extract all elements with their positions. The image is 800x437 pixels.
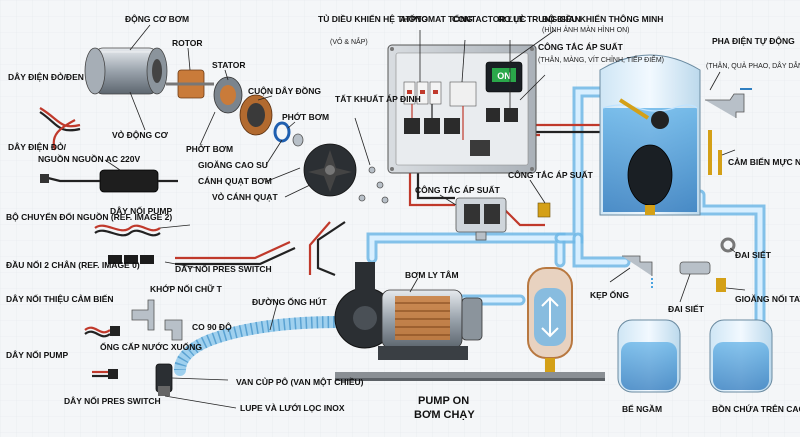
label-pres-switch-wire: DÂY NỐI PRES SWITCH: [175, 263, 272, 274]
leader-lines: [104, 24, 746, 409]
control-panel: ON: [387, 44, 537, 174]
label-hose-clamp: ĐAI SIẾT: [735, 250, 772, 260]
label-motor: ĐỘNG CƠ BƠM: [125, 13, 189, 24]
label-auto-float: PHA ĐIỆN TỰ ĐỘNG: [712, 35, 795, 46]
label-pump-seal-2: PHỚT BƠM: [282, 111, 329, 122]
label-controller: BỘ ĐIỀU KHIỂN THÔNG MINH: [542, 13, 663, 24]
label-pressure-switch-3: CÔNG TẮC ÁP SUẤT: [415, 184, 501, 195]
label-auto-float-sub: (THÂN, QUẢ PHAO, DÂY DẪN): [706, 61, 800, 70]
label-wire-red-black: DÂY ĐIỆN ĐỎ/ĐEN: [8, 71, 84, 82]
label-two-pin: ĐẦU NỐI 2 CHÂN (REF. IMAGE 0): [6, 259, 140, 270]
label-pressure-switch-2: CÔNG TẮC ÁP SUẤT: [508, 169, 594, 180]
label-pump-seal: PHỚT BƠM: [186, 143, 233, 154]
centrifugal-pump: [334, 262, 483, 360]
contactor-block: [449, 81, 477, 107]
label-adapter: BỘ CHUYỂN ĐỔI NGUỒN (REF. IMAGE 2): [6, 211, 172, 222]
label-pressure-switch-sub: (THÂN, MÀNG, VÍT CHỈNH, TIẾP ĐIỂM): [538, 54, 664, 64]
label-pressure-switch-top: CÔNG TẮC ÁP SUẤT: [538, 41, 624, 52]
power-adapter: [40, 169, 178, 193]
label-relay: RƠ LẺ TRUNG GIAN: [498, 13, 581, 24]
label-check-valve: VAN CỦP PÔ (VAN MỘT CHIỀU): [236, 376, 364, 387]
label-motor-housing: VỎ ĐỘNG CƠ: [112, 129, 169, 140]
label-panel: TỦ DIỀU KHIỂN HỆ THỐNG: [318, 13, 428, 24]
label-hose-clamp-2: ĐAI SIẾT: [668, 304, 705, 314]
labels: ĐỘNG CƠ BƠM ROTOR STATOR CUỘN DÂY ĐỒNG D…: [6, 13, 800, 421]
hose-clamp-shape: [679, 261, 711, 275]
pump-base-slab: [335, 372, 605, 378]
screw-shape: [368, 166, 376, 174]
label-centrifugal-pump: BƠM LY TÂM: [405, 269, 459, 280]
label-clamp: KẸP ỐNG: [590, 289, 629, 300]
faucet-mid: [622, 255, 653, 276]
label-water-pipe: ỐNG CẤP NƯỚC XUỐNG: [100, 341, 202, 352]
elbow-fitting: [164, 319, 183, 341]
float-tank-shape: [627, 144, 673, 206]
label-stator: STATOR: [212, 60, 246, 70]
label-impeller-cover: VỎ CÁNH QUẠT: [212, 191, 278, 202]
label-ground-tank: BỂ NGẦM: [622, 403, 662, 414]
label-wire-red: DÂY ĐIỆN ĐỎ/: [8, 141, 67, 152]
label-impeller: CÁNH QUẠT BƠM: [198, 176, 272, 186]
storage-tank: [709, 319, 773, 393]
label-pump-running: BƠM CHẠY: [414, 409, 475, 421]
label-power-source: NGUỒN NGUỒN AC 220V: [38, 153, 141, 164]
label-sensor-wire: DÂY NỐI THIỆU CẢM BIẾN: [6, 293, 114, 304]
pressure-tank: [527, 267, 573, 372]
controller-display: ON: [497, 71, 511, 81]
faucets: [622, 88, 752, 292]
label-roof-tank: BỒN CHỨA TRÊN CAO: [712, 403, 800, 414]
label-breaker: ATPTOMAT TỔNG: [400, 13, 473, 24]
label-controller-sub: (HÌNH ẢNH MÀN HÌNH ON): [542, 25, 630, 34]
relay-1: [404, 118, 420, 134]
label-rubber-gasket: GIOĂNG CAO SU: [198, 160, 268, 170]
pump-motor: [84, 47, 389, 204]
label-copper-coil: CUỘN DÂY ĐỒNG: [248, 85, 321, 96]
label-pump-wire-2: DÂY NỐI PUMP: [6, 349, 69, 360]
label-bolt: TẤT KHUẤT ÁP ĐINH: [335, 94, 421, 104]
label-contactor: CONTACTOR LỰC: [452, 14, 526, 24]
label-suction-line: ĐƯỜNG ỐNG HÚT: [252, 296, 328, 307]
label-pump-on: PUMP ON: [418, 395, 469, 407]
pump-wire-coil: [94, 224, 161, 264]
label-panel-sub: (VỎ & NẮP): [330, 37, 368, 46]
suction-hose: [174, 316, 346, 376]
label-level-sensor: CẢM BIẾN MỰC NƯỚC ĐIỆN TỬ (CAO/THẤP): [728, 156, 800, 167]
faucet-top: [705, 93, 745, 118]
handle-gasket-shape: [716, 278, 726, 292]
roof-tank: [599, 54, 722, 216]
label-wire-pump: DÂY NỐI PUMP: [110, 205, 173, 216]
fittings: [84, 299, 183, 396]
label-tee: KHỚP NỐI CHỮ T: [150, 283, 223, 294]
label-elbow: CO 90 ĐỘ: [192, 321, 232, 332]
label-gasket-handle: GIOĂNG NỐI TAY VỊN: [735, 293, 800, 304]
label-strainer: LUPE VÀ LƯỚI LỌC INOX: [240, 402, 345, 413]
pressure-switch: [455, 197, 551, 241]
label-pres-switch-wire-2: DÂY NỐI PRES SWITCH: [64, 395, 161, 406]
ground-tank: [617, 319, 681, 393]
tee-fitting: [131, 299, 155, 331]
rubber-gasket-shape: [273, 121, 291, 143]
label-rotor: ROTOR: [172, 38, 203, 48]
